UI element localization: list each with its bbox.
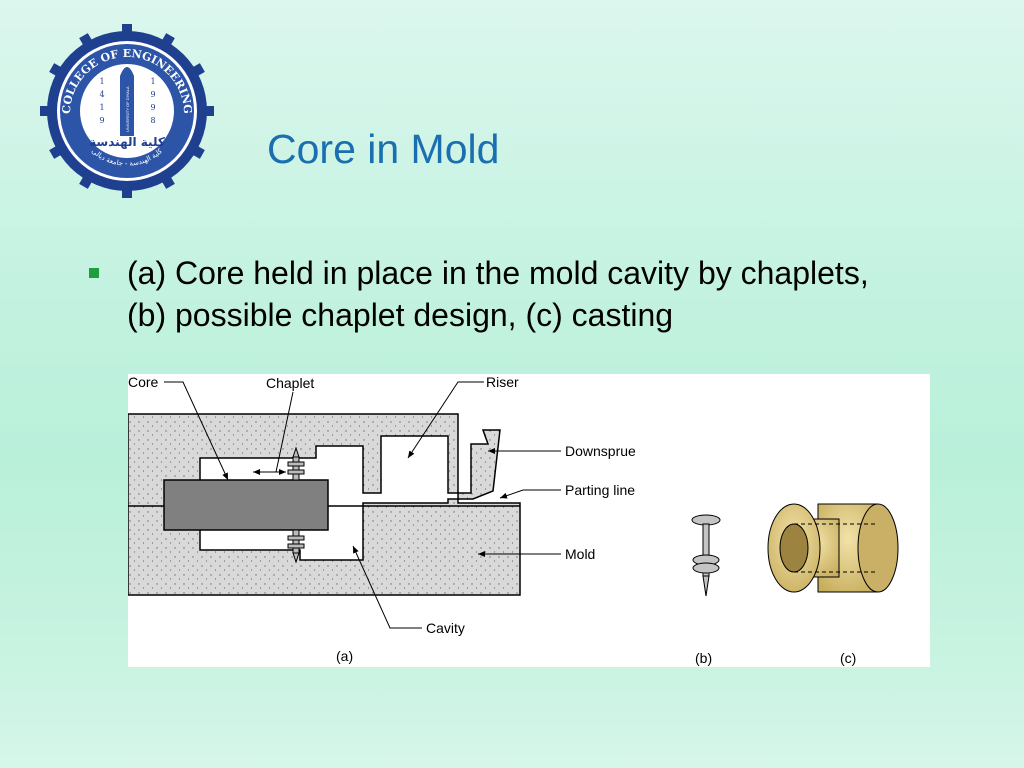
label-core: Core xyxy=(128,374,159,390)
logo-year-digit: 1 xyxy=(99,103,104,112)
logo-year-digit: 4 xyxy=(99,90,104,99)
label-b: (b) xyxy=(695,650,712,666)
label-chaplet: Chaplet xyxy=(266,375,314,391)
bullet-text: (a) Core held in place in the mold cavit… xyxy=(127,252,977,336)
core-block xyxy=(163,479,329,531)
label-a: (a) xyxy=(336,648,353,664)
bullet-line-1: (a) Core held in place in the mold cavit… xyxy=(127,255,869,291)
mold-sand xyxy=(127,413,521,596)
label-parting-line: Parting line xyxy=(565,482,635,498)
logo-year-digit: 1 xyxy=(99,77,104,86)
label-cavity: Cavity xyxy=(426,620,465,636)
bullet-line-2: (b) possible chaplet design, (c) casting xyxy=(127,297,674,333)
logo-year-digit: 9 xyxy=(99,116,104,125)
casting xyxy=(767,503,899,593)
chaplet-top xyxy=(287,446,305,481)
label-riser: Riser xyxy=(486,374,519,390)
logo-year-digit: 9 xyxy=(150,103,155,112)
label-downsprue: Downsprue xyxy=(565,443,636,459)
logo-tower xyxy=(120,67,134,136)
logo-tower-text: UNIVERSITY OF DIYALA xyxy=(125,86,130,132)
bullet-square-icon xyxy=(89,268,99,278)
label-c: (c) xyxy=(840,650,856,666)
core-in-mold-figure: Core Chaplet Riser Downsprue Parting lin… xyxy=(127,374,930,667)
logo-year-digit: 1 xyxy=(150,77,155,86)
logo-arabic-text: كلية الهندسة xyxy=(89,135,165,149)
college-logo: COLLEGE OF ENGINEERING كلية الهندسة - جا… xyxy=(40,24,214,198)
slide-title: Core in Mold xyxy=(267,126,500,172)
logo-year-digit: 8 xyxy=(150,116,155,125)
chaplet-design xyxy=(691,514,721,597)
label-mold: Mold xyxy=(565,546,595,562)
logo-year-digit: 9 xyxy=(150,90,155,99)
chaplet-bottom xyxy=(287,529,305,564)
